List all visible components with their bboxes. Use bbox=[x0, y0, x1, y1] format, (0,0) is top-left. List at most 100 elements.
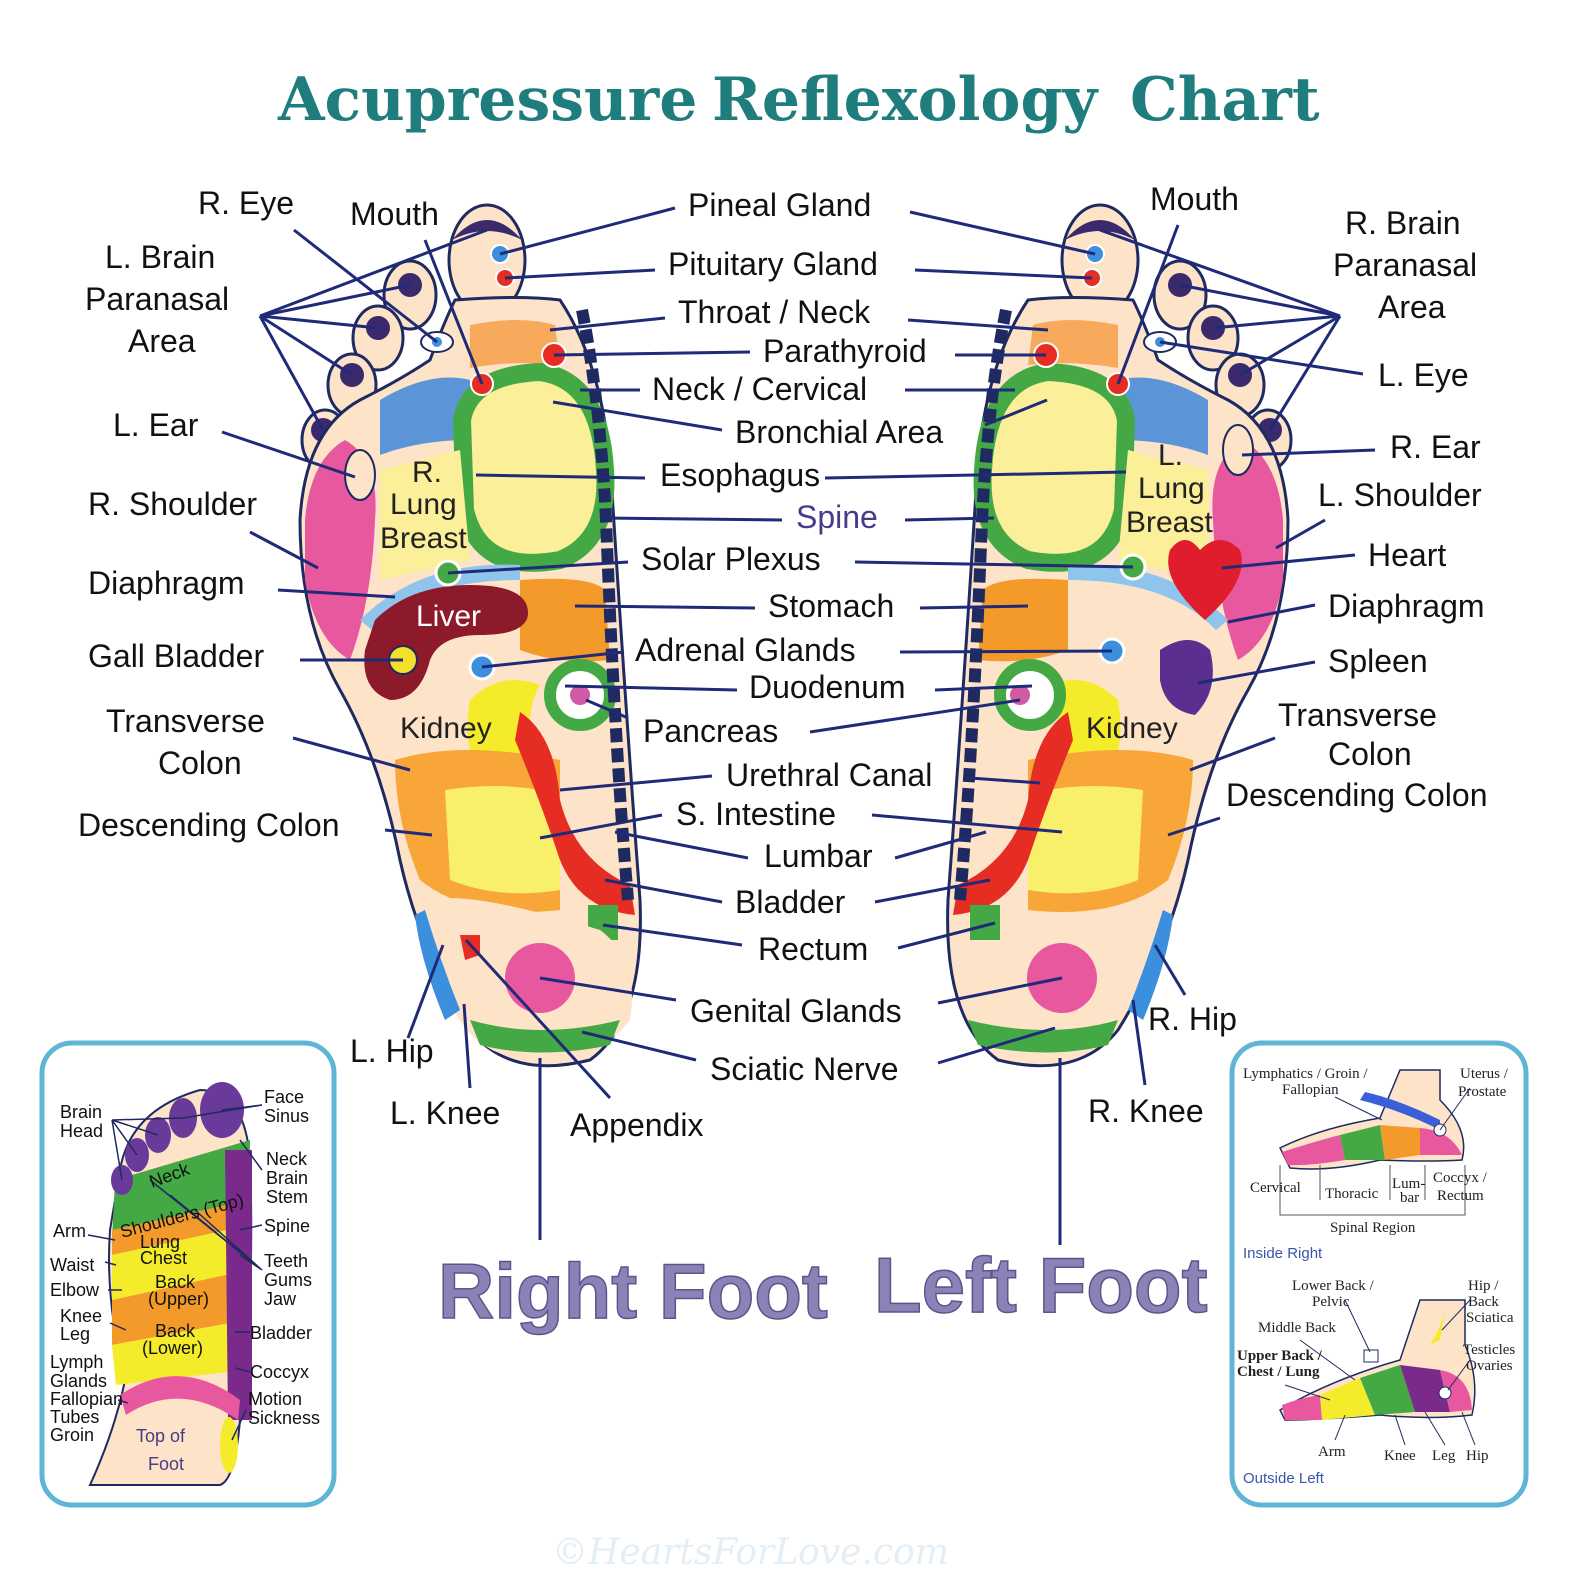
lf-lung-zone bbox=[973, 362, 1136, 572]
side-outside-left: Outside Left bbox=[1243, 1470, 1325, 1487]
leader-urethral-rf bbox=[559, 774, 713, 792]
side-knee: Knee bbox=[1384, 1448, 1416, 1464]
side-cervical: Cervical bbox=[1250, 1180, 1301, 1196]
chart-title: Acupressure Reflexology Chart bbox=[277, 65, 1320, 135]
label-transverse-lf-1: Transverse bbox=[1278, 697, 1437, 733]
side-inside-toes bbox=[1282, 1135, 1345, 1166]
rf-lung-zone bbox=[452, 362, 615, 572]
tof-stem: Stem bbox=[266, 1187, 308, 1207]
side-uterus: Uterus / bbox=[1460, 1066, 1509, 1082]
side-inside-coccyx bbox=[1420, 1128, 1462, 1155]
tof-bladder: Bladder bbox=[250, 1323, 312, 1343]
leader-pineal-lf bbox=[909, 210, 1096, 256]
tof-tubes: Tubes bbox=[50, 1407, 99, 1427]
label-spine: Spine bbox=[796, 499, 878, 535]
leader-diaphragm-lf bbox=[1227, 603, 1316, 624]
lf-ear-icon bbox=[1222, 424, 1254, 476]
leader-pituitary-rf bbox=[504, 268, 656, 280]
right-foot-labels: R. Eye Mouth L. Brain Paranasal Area L. … bbox=[78, 185, 703, 1143]
side-outside-toes bbox=[1282, 1395, 1322, 1420]
side-arm: Arm bbox=[1318, 1444, 1346, 1460]
rf-appendix-zone bbox=[460, 935, 480, 960]
side-inside-leaders bbox=[1334, 1087, 1471, 1131]
rf-spine-line bbox=[576, 308, 634, 901]
leader-duodenum-lf bbox=[934, 684, 1033, 692]
leader-parathyroid-rf bbox=[553, 350, 751, 357]
rf-hip-zone bbox=[415, 910, 460, 1020]
label-r-lung-2: Lung bbox=[390, 488, 457, 521]
leader-appendix bbox=[464, 938, 612, 1100]
tof-leg: Leg bbox=[60, 1324, 90, 1344]
leader-sciatic-rf bbox=[581, 1030, 697, 1062]
left-foot-title: Left Foot bbox=[874, 1241, 1208, 1329]
side-thoracic: Thoracic bbox=[1325, 1186, 1379, 1202]
label-l-knee: L. Knee bbox=[390, 1095, 500, 1131]
side-testicles: Testicles bbox=[1463, 1342, 1515, 1358]
lf-rectum bbox=[970, 905, 1000, 940]
rf-stomach-zone bbox=[520, 578, 610, 662]
label-l-lung-2: Lung bbox=[1138, 472, 1205, 505]
leader-pancreas-rf bbox=[585, 698, 629, 720]
rf-intestine-zone bbox=[445, 786, 560, 894]
tof-upper-back-band bbox=[112, 1270, 248, 1345]
side-outside-sciatica bbox=[1430, 1310, 1445, 1345]
tof-lung-in: Lung bbox=[140, 1232, 180, 1252]
tof-jaw: Jaw bbox=[264, 1289, 297, 1309]
tof-head: Head bbox=[60, 1121, 103, 1141]
tof-foot: Foot bbox=[148, 1454, 184, 1474]
leader-rectum-rf bbox=[602, 923, 743, 947]
side-lum: Lum- bbox=[1392, 1176, 1425, 1192]
tof-teeth: Teeth bbox=[264, 1251, 308, 1271]
side-chest-lung: Chest / Lung bbox=[1237, 1364, 1320, 1380]
tof-lower-back-band bbox=[112, 1320, 246, 1385]
label-stomach: Stomach bbox=[768, 588, 894, 624]
leader-solar-rf bbox=[447, 560, 629, 575]
side-sciatica: Sciatica bbox=[1466, 1310, 1514, 1326]
leader-mouth-rf bbox=[423, 239, 484, 385]
right-foot-title: Right Foot bbox=[438, 1247, 828, 1335]
label-r-lung-1: R. bbox=[412, 456, 442, 489]
tof-neck-band bbox=[112, 1140, 250, 1240]
label-mouth-lf: Mouth bbox=[1150, 181, 1239, 217]
leader-r-brain bbox=[1099, 228, 1342, 431]
tof-glands: Glands bbox=[50, 1371, 107, 1391]
side-inside-lymph bbox=[1360, 1092, 1440, 1130]
side-hip: Hip / bbox=[1468, 1278, 1499, 1294]
leader-pancreas-lf bbox=[809, 698, 1021, 734]
leader-heart bbox=[1221, 553, 1356, 570]
label-pituitary: Pituitary Gland bbox=[668, 246, 878, 282]
leader-adrenal-rf bbox=[481, 650, 625, 669]
side-upper-back: Upper Back / bbox=[1237, 1348, 1323, 1364]
side-rectum: Rectum bbox=[1437, 1188, 1484, 1204]
lf-stomach-zone bbox=[978, 578, 1068, 662]
tof-back-upper-2: (Upper) bbox=[148, 1289, 209, 1309]
rf-sciatic-zone bbox=[470, 1020, 620, 1053]
lf-urethral-bladder bbox=[953, 712, 1073, 915]
tof-knee: Knee bbox=[60, 1306, 102, 1326]
leader-spleen bbox=[1197, 660, 1316, 685]
leader-genital-lf bbox=[937, 976, 1063, 1005]
leader-adrenal-lf bbox=[899, 649, 1113, 654]
leader-urethral-lf bbox=[969, 776, 1041, 785]
label-kidney-lf: Kidney bbox=[1086, 712, 1178, 745]
leader-pineal-rf bbox=[499, 206, 676, 256]
tof-sinus: Sinus bbox=[264, 1106, 309, 1126]
tof-brain2: Brain bbox=[266, 1168, 308, 1188]
in-foot-labels: R. Lung Breast Liver Kidney L. Lung Brea… bbox=[380, 439, 1213, 745]
center-labels: Pineal Gland Pituitary Gland Throat / Ne… bbox=[635, 187, 943, 1087]
label-s-intestine: S. Intestine bbox=[676, 796, 836, 832]
label-spleen: Spleen bbox=[1328, 643, 1428, 679]
label-r-brain-2: Paranasal bbox=[1333, 247, 1477, 283]
tof-back-lower-2: (Lower) bbox=[142, 1338, 203, 1358]
label-solar-plexus: Solar Plexus bbox=[641, 541, 821, 577]
side-middle-back: Middle Back bbox=[1258, 1320, 1336, 1336]
leader-intestine-lf bbox=[871, 813, 1063, 834]
side-prostate: Prostate bbox=[1458, 1084, 1507, 1100]
label-l-brain-3: Area bbox=[128, 323, 196, 359]
side-outside-hip bbox=[1440, 1370, 1472, 1412]
leader-descending-lf bbox=[1167, 816, 1221, 837]
leader-rectum-lf bbox=[897, 921, 996, 950]
leader-l-ear bbox=[221, 430, 356, 479]
side-fallopian: Fallopian bbox=[1282, 1082, 1339, 1098]
